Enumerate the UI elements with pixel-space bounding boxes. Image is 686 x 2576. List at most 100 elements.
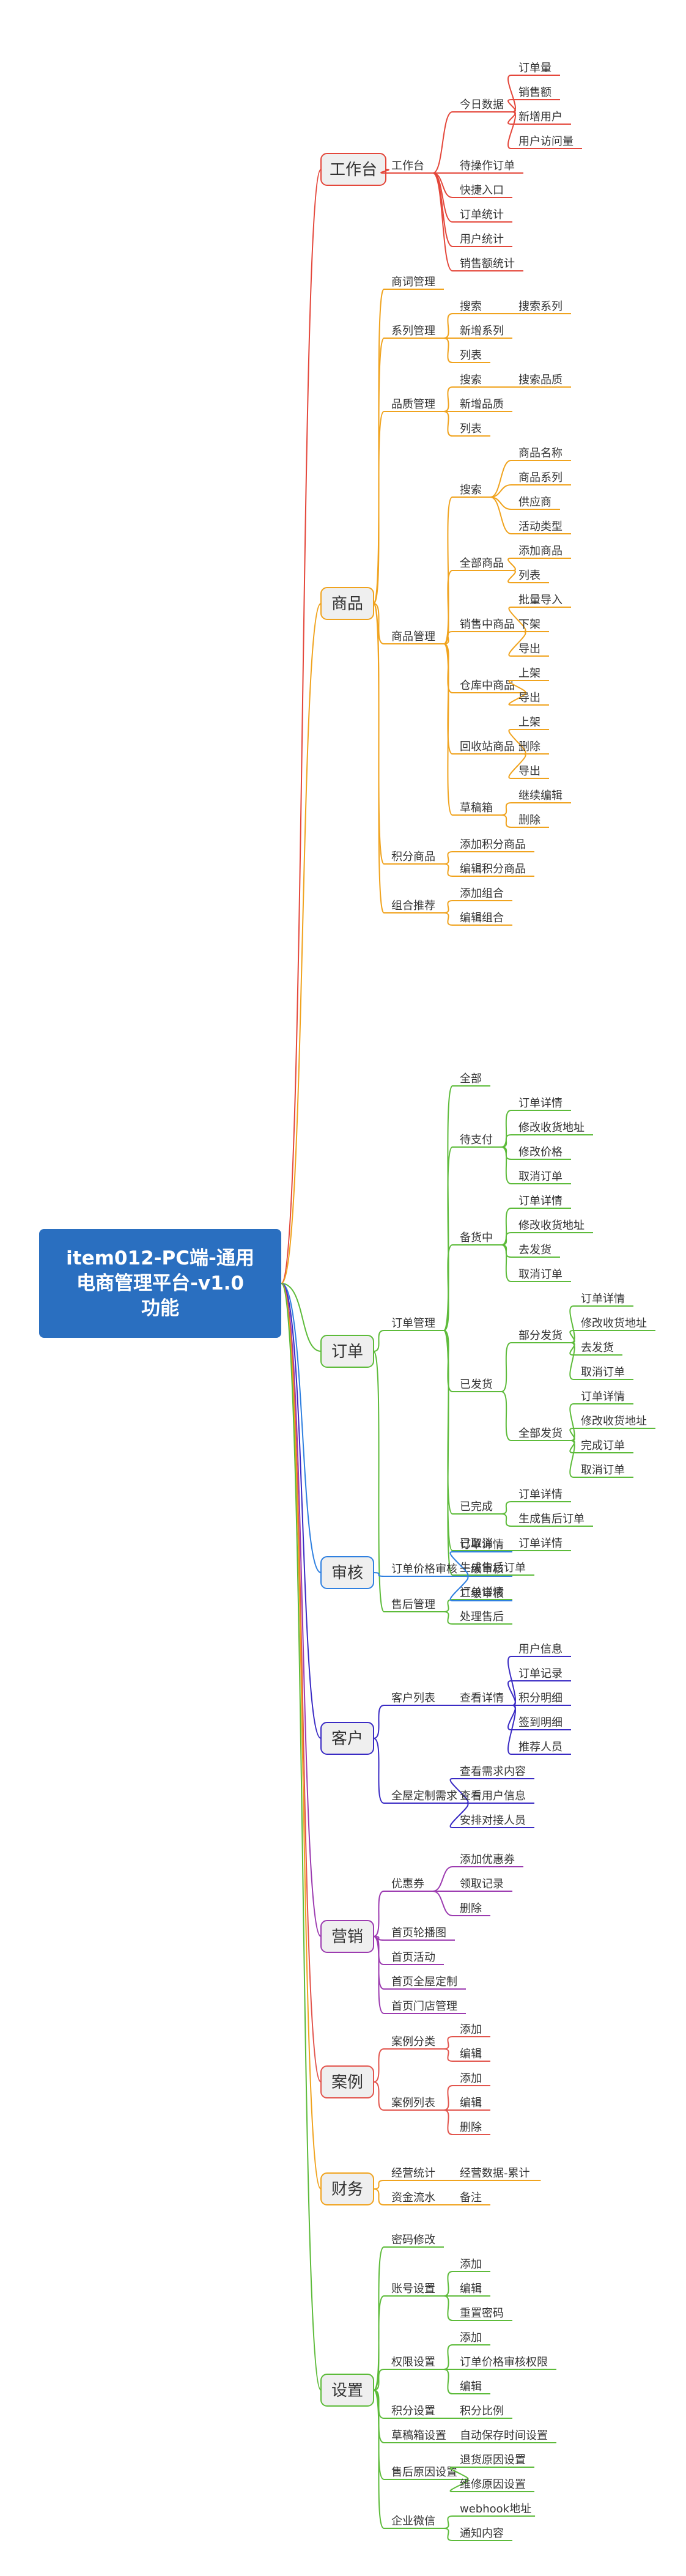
node-label[interactable]: 待操作订单 [460, 160, 515, 172]
node-label[interactable]: 草稿箱设置 [391, 2429, 446, 2442]
node-label[interactable]: 添加商品 [518, 545, 562, 558]
node-label[interactable]: 上架 [518, 667, 540, 680]
node-label[interactable]: 去发货 [581, 1342, 614, 1354]
node-label[interactable]: 部分发货 [518, 1329, 562, 1342]
node-label[interactable]: 已发货 [460, 1378, 493, 1391]
node-label[interactable]: 签到明细 [518, 1716, 562, 1729]
node-label[interactable]: 列表 [460, 349, 482, 362]
node-label[interactable]: 编辑组合 [460, 912, 504, 924]
node-label[interactable]: 去发货 [518, 1244, 551, 1257]
node-label[interactable]: 订单详情 [581, 1293, 625, 1305]
node-label[interactable]: 订单详情 [518, 1537, 562, 1550]
node-label[interactable]: 编辑积分商品 [460, 863, 526, 876]
node-label[interactable]: 经营数据-累计 [460, 2167, 530, 2180]
node-label[interactable]: 取消订单 [518, 1268, 562, 1281]
node-label[interactable]: 搜索品质 [518, 374, 562, 386]
node-label[interactable]: 用户统计 [460, 233, 504, 246]
node-label[interactable]: 添加积分商品 [460, 838, 526, 851]
node-label[interactable]: 销售额统计 [460, 257, 515, 270]
node-label[interactable]: 搜索 [460, 484, 482, 496]
node-label[interactable]: 订单详情 [460, 1586, 504, 1599]
node-label[interactable]: 销售额 [518, 86, 551, 99]
node-label[interactable]: 删除 [518, 814, 540, 827]
node-label[interactable]: 编辑 [460, 2048, 482, 2061]
node-label[interactable]: 组合推荐 [391, 899, 435, 912]
node-label[interactable]: 权限设置 [391, 2356, 435, 2369]
node-label[interactable]: 销售中商品 [460, 618, 515, 631]
node-label[interactable]: 取消订单 [581, 1464, 625, 1477]
node-label[interactable]: 商品名称 [518, 447, 562, 460]
node-label[interactable]: 系列管理 [391, 325, 435, 338]
node-label[interactable]: 添加组合 [460, 887, 504, 900]
node-label[interactable]: 查看需求内容 [460, 1765, 526, 1778]
node-label[interactable]: 订单详情 [460, 1538, 504, 1551]
node-label[interactable]: 商词管理 [391, 276, 435, 289]
node-label[interactable]: 删除 [460, 1902, 482, 1915]
node-label[interactable]: 通知内容 [460, 2527, 504, 2540]
node-label[interactable]: 首页门店管理 [391, 2000, 457, 2013]
node-label[interactable]: webhook地址 [460, 2503, 531, 2515]
node-label[interactable]: 订单详情 [518, 1488, 562, 1501]
node-label[interactable]: 商品管理 [391, 630, 435, 643]
node-label[interactable]: 批量导入 [518, 594, 562, 607]
node-label[interactable]: 添加优惠券 [460, 1853, 515, 1866]
node-label[interactable]: 下架 [518, 618, 540, 631]
node-label[interactable]: 添加 [460, 2072, 482, 2085]
node-label[interactable]: 修改价格 [518, 1146, 562, 1159]
node-label[interactable]: 二级审核 [460, 1587, 504, 1600]
node-label[interactable]: 积分商品 [391, 851, 435, 863]
node-label[interactable]: 今日数据 [460, 98, 504, 111]
node-label[interactable]: 导出 [518, 643, 540, 655]
node-label[interactable]: 售后原因设置 [391, 2466, 457, 2479]
node-label[interactable]: 首页全屋定制 [391, 1976, 457, 1988]
root-node[interactable]: item012-PC端-通用 电商管理平台-v1.0 功能 [39, 1229, 281, 1338]
node-label[interactable]: 密码修改 [391, 2234, 435, 2246]
node-label[interactable]: 添加 [460, 2331, 482, 2344]
node-label[interactable]: 已完成 [460, 1500, 493, 1513]
node-label[interactable]: 全部发货 [518, 1427, 562, 1440]
node-label[interactable]: 全屋定制需求 [391, 1790, 457, 1803]
node-label[interactable]: 订单量 [518, 62, 551, 75]
node-label[interactable]: 搜索系列 [518, 300, 562, 313]
node-label[interactable]: 修改收货地址 [518, 1121, 585, 1134]
node-label[interactable]: 商品系列 [518, 471, 562, 484]
node-label[interactable]: 订单价格审核 [391, 1563, 457, 1576]
node-label[interactable]: 客户列表 [391, 1692, 435, 1705]
node-label[interactable]: 查看用户信息 [460, 1790, 526, 1803]
node-label[interactable]: 编辑 [460, 2283, 482, 2295]
node-label[interactable]: 删除 [518, 740, 540, 753]
node-label[interactable]: 订单价格审核权限 [460, 2356, 548, 2369]
node-label[interactable]: 备货中 [460, 1231, 493, 1244]
node-label[interactable]: 领取记录 [460, 1878, 504, 1891]
node-label[interactable]: 编辑 [460, 2380, 482, 2393]
node-label[interactable]: 全部商品 [460, 557, 504, 570]
node-label[interactable]: 上架 [518, 716, 540, 729]
node-label[interactable]: 取消订单 [518, 1170, 562, 1183]
node-label[interactable]: 新增系列 [460, 325, 504, 338]
node-label[interactable]: 修改收货地址 [581, 1415, 647, 1428]
node-label[interactable]: 全部 [460, 1072, 482, 1085]
node-label[interactable]: 生成售后订单 [460, 1562, 526, 1574]
node-label[interactable]: 回收站商品 [460, 740, 515, 753]
node-label[interactable]: 添加 [460, 2258, 482, 2271]
node-label[interactable]: 订单详情 [518, 1097, 562, 1110]
node-label[interactable]: 待支付 [460, 1134, 493, 1146]
node-label[interactable]: 推荐人员 [518, 1741, 562, 1754]
node-label[interactable]: 积分设置 [391, 2405, 435, 2418]
node-label[interactable]: 用户信息 [518, 1643, 562, 1656]
node-label[interactable]: 案例列表 [391, 2097, 435, 2109]
node-label[interactable]: 仓库中商品 [460, 679, 515, 692]
node-label[interactable]: 导出 [518, 765, 540, 778]
node-label[interactable]: 退货原因设置 [460, 2454, 526, 2467]
node-label[interactable]: 案例分类 [391, 2035, 435, 2048]
node-label[interactable]: 积分比例 [460, 2405, 504, 2418]
node-label[interactable]: 经营统计 [391, 2167, 435, 2180]
node-label[interactable]: 账号设置 [391, 2283, 435, 2295]
node-label[interactable]: 完成订单 [581, 1439, 625, 1452]
node-label[interactable]: 订单统计 [460, 209, 504, 221]
node-label[interactable]: 首页活动 [391, 1951, 435, 1964]
node-label[interactable]: 备注 [460, 2191, 482, 2204]
node-label[interactable]: 取消订单 [581, 1366, 625, 1379]
node-label[interactable]: 售后管理 [391, 1598, 435, 1611]
node-label[interactable]: 自动保存时间设置 [460, 2429, 548, 2442]
